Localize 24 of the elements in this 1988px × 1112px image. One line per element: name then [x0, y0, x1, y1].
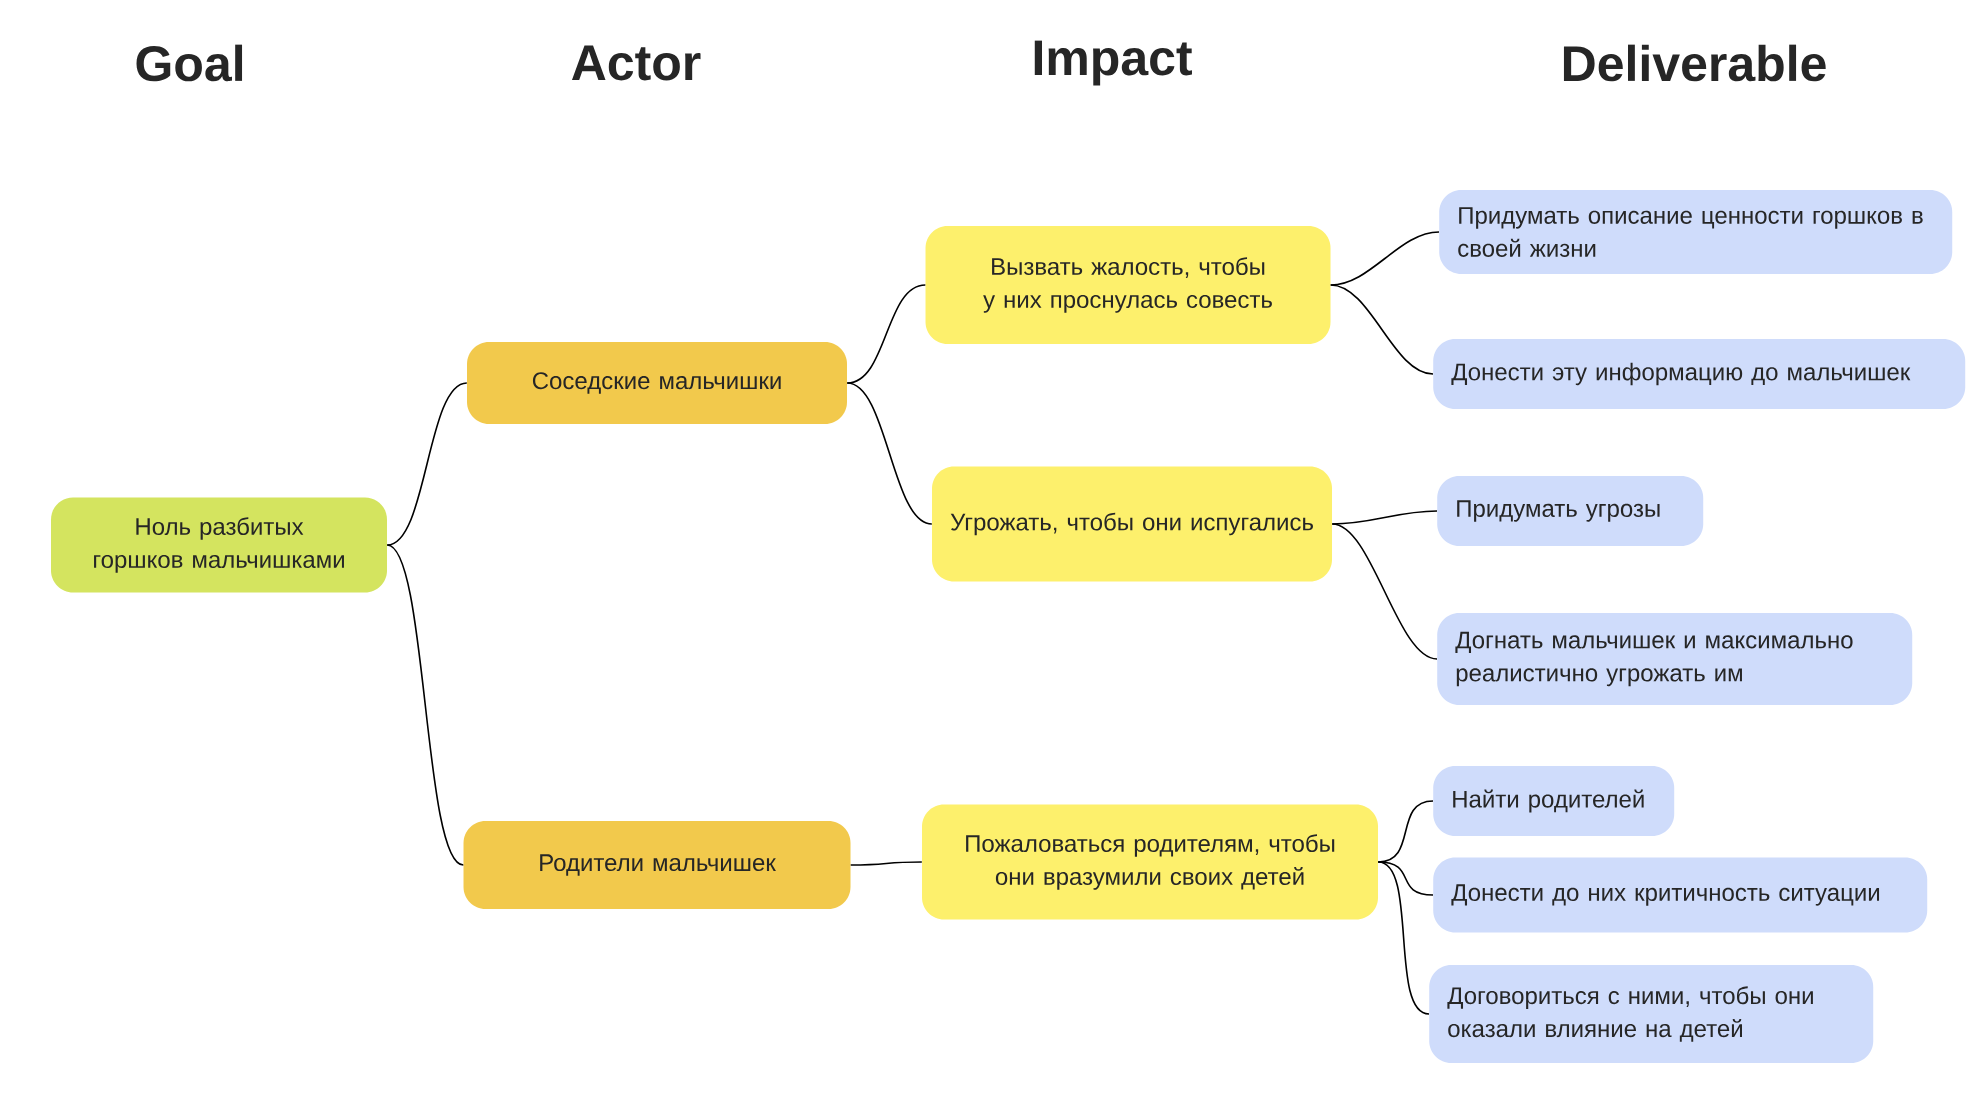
highlight-box: Соседские мальчишки: [467, 342, 847, 424]
connector-line: [846, 382, 933, 525]
highlight-box: Придумать описание ценности горшков в своей жизни: [1439, 190, 1953, 274]
highlight-box: Угрожать, чтобы они испугались: [932, 466, 1332, 582]
highlight-box: Пожаловаться родителям, чтобы они вразумили своих детей: [922, 804, 1378, 920]
connector-line: [386, 544, 465, 866]
connector-line: [386, 382, 468, 546]
highlight-box: Догнать мальчишек и максимально реалистично угрожать им: [1437, 613, 1913, 705]
highlight-box: Ноль разбитых горшков мальчишками: [51, 497, 387, 593]
column-heading: Goal: [136, 44, 243, 82]
connector-line: [849, 861, 923, 866]
column-heading: Actor: [571, 45, 701, 81]
connector-line: [1331, 523, 1438, 660]
highlight-box: Договориться с ними, чтобы они оказали влияние на детей: [1429, 965, 1874, 1063]
highlight-box: Найти родителей: [1433, 766, 1675, 836]
highlight-box: Донести до них критичность ситуации: [1433, 857, 1928, 933]
highlight-box: Вызвать жалость, чтобы у них проснулась совесть: [925, 226, 1331, 344]
highlight-box: Родители мальчишек: [463, 821, 851, 909]
connector-line: [1377, 861, 1430, 1015]
highlight-box: Придумать угрозы: [1437, 476, 1704, 546]
connector-line: [1329, 284, 1434, 375]
column-heading: Deliverable: [1563, 44, 1826, 82]
column-heading: Impact: [1034, 40, 1192, 86]
highlight-box: Донести эту информацию до мальчишек: [1433, 339, 1966, 409]
